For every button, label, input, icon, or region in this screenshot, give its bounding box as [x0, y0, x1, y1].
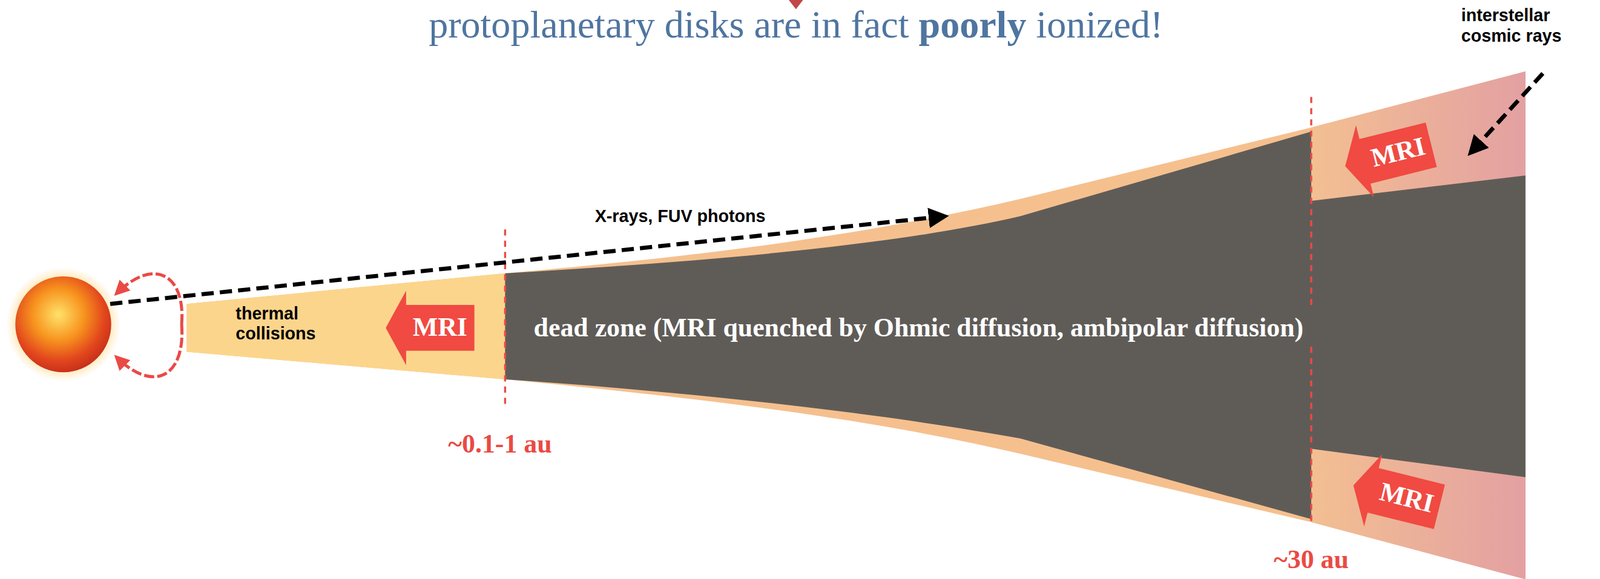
radiation-arrow — [110, 216, 945, 304]
mri-arrow: MRI — [1335, 108, 1440, 203]
field-loop — [116, 324, 182, 378]
cosmic-ray-arrow — [1470, 73, 1544, 153]
radius-marker — [1310, 96, 1312, 309]
star-glow — [6, 267, 121, 382]
arrow-fill — [1335, 108, 1440, 203]
radius-marker — [1310, 346, 1312, 527]
radius-label: ~30 au — [1273, 543, 1349, 576]
dead-zone-region — [504, 131, 1526, 520]
mri-arrow: MRI — [1343, 449, 1449, 544]
radiation-label: X-rays, FUV photons — [595, 207, 766, 228]
dead-zone-label: dead zone (MRI quenched by Ohmic diffusi… — [533, 312, 1304, 345]
mri-label: MRI — [412, 312, 468, 343]
region-label: thermal collisions — [235, 303, 330, 346]
arrow-fill — [1343, 449, 1449, 544]
disk-surface — [186, 71, 1525, 579]
mri-arrow: MRI — [385, 290, 475, 366]
slide-title: protoplanetary disks are in fact poorly … — [428, 4, 1163, 47]
star — [15, 276, 111, 373]
radius-marker — [504, 229, 507, 409]
inner-disk — [186, 273, 505, 380]
radius-label: ~0.1-1 au — [447, 428, 552, 461]
source-label: interstellar cosmic rays — [1461, 6, 1587, 48]
arrow-fill — [385, 290, 475, 366]
